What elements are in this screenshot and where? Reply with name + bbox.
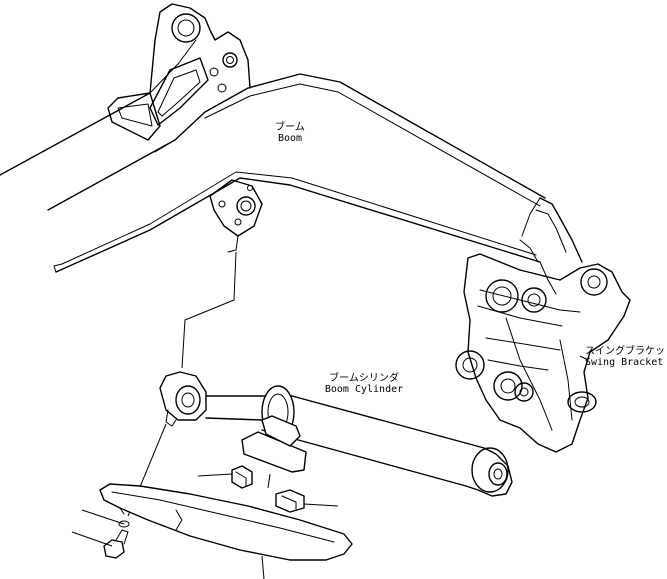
boom-cylinder-label: ブームシリンダ Boom Cylinder xyxy=(318,373,410,395)
boom-cylinder-label-en: Boom Cylinder xyxy=(324,384,404,395)
boom-label: ブーム Boom xyxy=(266,122,314,144)
boom-label-en: Boom xyxy=(277,133,303,144)
swing-bracket-drawing xyxy=(455,253,631,453)
swing-bracket-label: スイングブラケット Swing Bracket xyxy=(585,346,667,368)
boom-drawing xyxy=(0,3,583,295)
boom-cylinder-label-jp: ブームシリンダ xyxy=(329,373,399,384)
lower-parts-drawing xyxy=(71,415,353,579)
boom-label-jp: ブーム xyxy=(275,122,305,133)
swing-bracket-label-jp: スイングブラケット xyxy=(585,346,667,357)
swing-bracket-label-en: Swing Bracket xyxy=(585,357,664,368)
swing-bracket-leader xyxy=(579,355,589,361)
